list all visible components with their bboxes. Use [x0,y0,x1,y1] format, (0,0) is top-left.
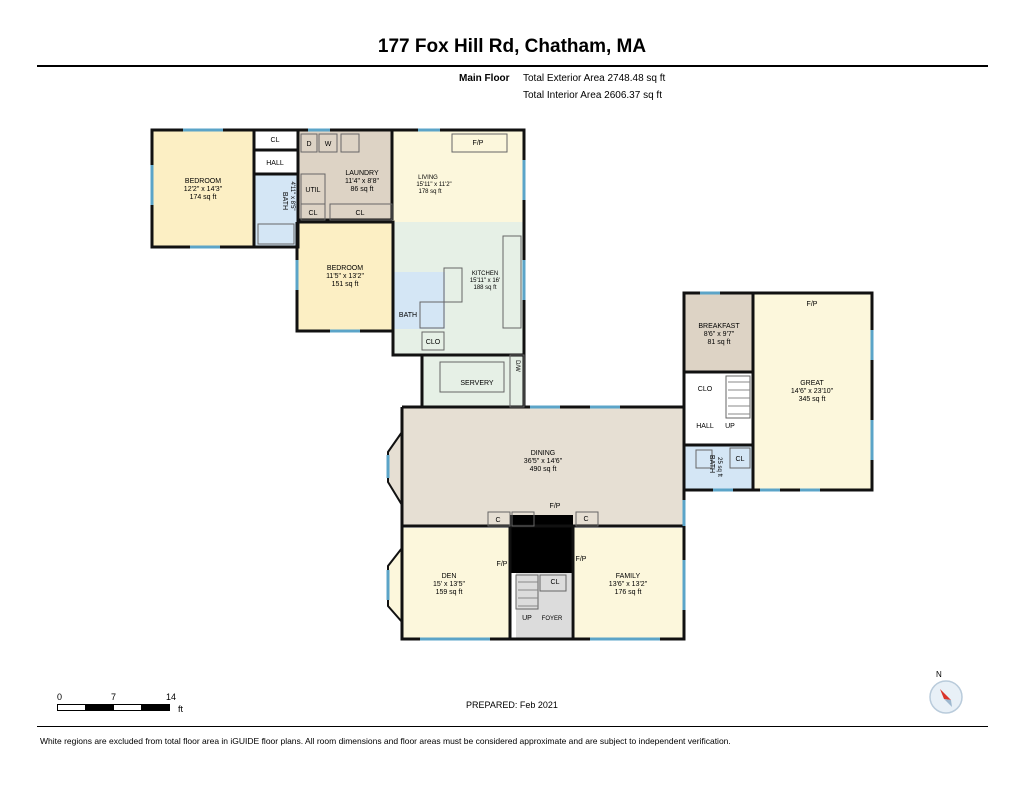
bedroom1-name: BEDROOM [185,178,221,185]
room-labels: BEDROOM 12'2" x 14'3" 174 sq ft BEDROOM … [184,137,834,622]
bath2-name: BATH [399,312,417,319]
bedroom2-dims: 11'5" x 13'2" [326,273,364,280]
den-fill [402,528,510,639]
c-label-2: C [519,517,524,524]
family-area: 176 sq ft [615,589,642,596]
clo-label-1: CLO [426,339,441,346]
cl-label-5: CL [551,579,560,586]
c-label-1: C [495,517,500,524]
dining-bay [387,428,403,509]
den-name: DEN [442,573,457,580]
living-name: LIVING [418,175,438,181]
up-label-2: UP [522,615,532,622]
fp-label-3: F/P [550,503,561,510]
bedroom2-fill [297,222,393,331]
kitchen-dims: 15'11" x 16' [470,278,500,284]
scale-tick-0: 0 [57,692,63,702]
cl-label-3: CL [356,210,365,217]
living-area: 178 sq ft [418,189,441,195]
servery-label: SERVERY [460,380,494,387]
fp-label-5: F/P [576,556,587,563]
cl-label-1: CL [271,137,280,144]
interior-area: Total Interior Area 2606.37 sq ft [523,90,662,101]
bath1-dims: 4'11" x 8'5" [289,181,295,210]
c-label-3: C [583,516,588,523]
breakfast-area: 81 sq ft [708,339,731,346]
bath3-area: 25 sq ft [716,457,722,477]
great-dims: 14'6" x 23'10" [791,388,834,395]
bedroom2-name: BEDROOM [327,265,363,272]
fp-label-2: F/P [807,301,818,308]
d-label: D [306,141,311,148]
bedroom1-fill [152,130,254,247]
hall2-fill [684,372,753,445]
bedroom1-dims: 12'2" x 14'3" [184,186,223,193]
den-area: 159 sq ft [436,589,463,596]
windows [150,128,874,641]
floor-label: Main Floor [459,73,510,84]
scale-bar [57,704,170,711]
page-title: 177 Fox Hill Rd, Chatham, MA [377,36,647,57]
prepared-date: PREPARED: Feb 2021 [466,700,558,710]
footer-rule [37,726,988,727]
dining-dims: 36'5" x 14'6" [524,458,563,465]
great-name: GREAT [800,380,824,387]
compass-label: N [936,670,942,679]
cl-label-2: CL [309,210,318,217]
exterior-area: Total Exterior Area 2748.48 sq ft [523,73,666,84]
title-rule [37,65,988,67]
scale-tick-7: 7 [111,692,117,702]
breakfast-dims: 8'6" x 9'7" [704,331,735,338]
hall-label-1: HALL [266,160,284,167]
bath1-name: BATH [281,192,288,210]
cl-label-4: CL [736,456,745,463]
living-fill [393,130,524,222]
kitchen-area: 188 sq ft [473,285,496,291]
breakfast-fill [684,293,753,372]
bedroom1-area: 174 sq ft [190,194,217,201]
hall1-fill [254,150,298,174]
dining-area: 490 sq ft [530,466,557,473]
family-fill [573,528,684,639]
bath2-fill [393,272,445,329]
fixtures [257,133,751,610]
servery-fill [422,355,524,407]
scale-unit: ft [178,704,184,714]
family-name: FAMILY [616,573,641,580]
great-fill [753,293,872,490]
scale-tick-14: 14 [166,692,177,702]
family-dims: 13'6" x 13'2" [609,581,648,588]
w-label: W [325,141,332,148]
bedroom2-area: 151 sq ft [332,281,359,288]
den-bay [387,545,403,625]
den-dims: 15' x 13'5" [433,581,466,588]
bath1-fill [254,174,298,247]
clo-label-2: CLO [698,386,713,393]
kitchen-name: KITCHEN [472,271,498,277]
breakfast-name: BREAKFAST [698,323,740,330]
bath3-name: BATH [708,455,715,473]
laundry-fill [298,130,392,220]
dining-name: DINING [531,450,556,457]
dining-fill [402,408,684,526]
fp-label-1: F/P [473,140,484,147]
living-dims: 15'11" x 11'2" [416,182,451,188]
laundry-name: LAUNDRY [345,170,379,177]
compass-icon [929,680,963,714]
util-label: UTIL [305,187,320,194]
up-label-1: UP [725,423,735,430]
stairs [518,381,750,607]
fp-label-4: F/P [497,561,508,568]
laundry-dims: 11'4" x 8'8" [345,178,379,185]
disclaimer: White regions are excluded from total fl… [40,736,731,746]
great-area: 345 sq ft [799,396,826,403]
dw-label: D/W [514,360,520,372]
hall-label-2: HALL [696,423,714,430]
laundry-area: 86 sq ft [351,186,374,193]
foyer-label: FOYER [542,616,563,622]
